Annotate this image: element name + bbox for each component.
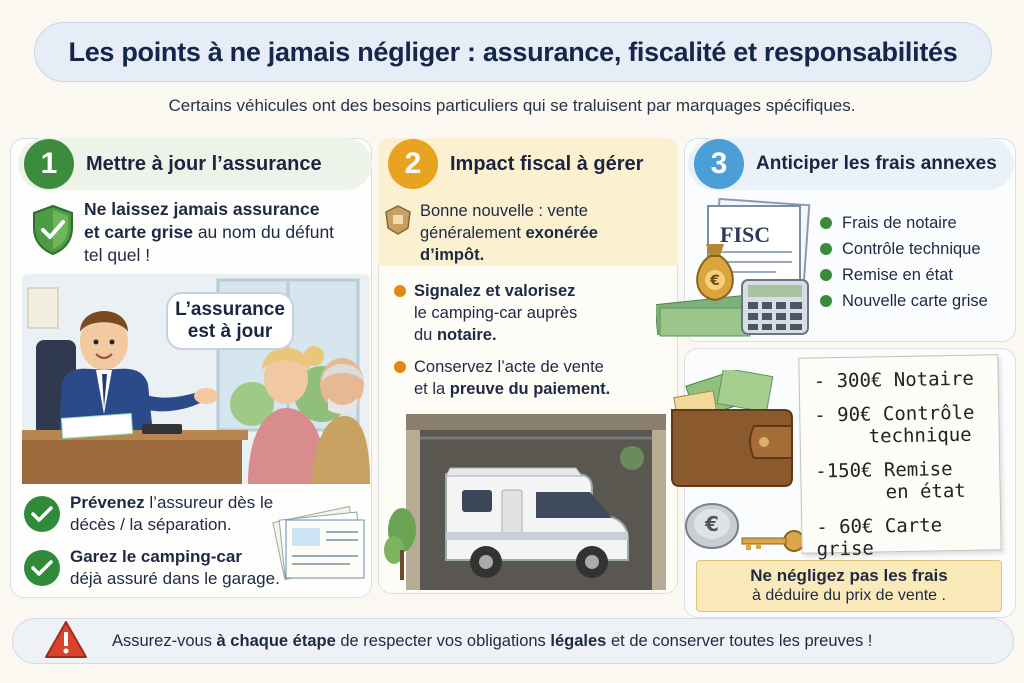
checkmark-icon — [24, 550, 60, 586]
good-news-l2: généralement — [420, 224, 521, 242]
bullet-dot — [820, 243, 832, 255]
check-park-garage: Garez le camping-car déjà assuré dans le… — [70, 546, 320, 590]
coin-icon: € — [685, 503, 739, 549]
insurance-intro-l3: au nom du défunt — [197, 222, 335, 242]
fee-item: Frais de notaire — [820, 210, 1016, 236]
tax-good-news: Bonne nouvelle : vente généralement exon… — [420, 200, 670, 266]
footer-part4: légales — [550, 632, 607, 650]
footer-part2: à chaque étape — [216, 632, 336, 650]
step-number-2: 2 — [388, 139, 438, 189]
calculator-icon — [741, 279, 809, 335]
warning-line2: à déduire du prix de vente . — [752, 587, 946, 604]
fee-item-label: Nouvelle carte grise — [842, 292, 988, 310]
svg-text:€: € — [709, 273, 720, 289]
b1-line3a: du — [414, 326, 433, 344]
b1-line3b: notaire. — [436, 326, 497, 344]
b1-line2: le camping-car auprès — [414, 304, 578, 322]
tax-bullet-proof: Conservez l’acte de vente et la preuve d… — [394, 356, 678, 400]
tax-bullet-notary: Signalez et valorisez le camping-car aup… — [394, 280, 674, 346]
check1-bold: Prévenez — [70, 493, 145, 512]
footer-part5: et de conserver toutes les preuves ! — [610, 632, 873, 650]
page-subtitle: Certains véhicules ont des besoins parti… — [168, 96, 856, 115]
insurance-intro-l4: tel quel ! — [84, 245, 151, 265]
footer-part3: de respecter vos obligations — [340, 632, 546, 650]
badge-icon — [385, 205, 411, 235]
wallet-icon — [671, 370, 793, 487]
page-title: Les points à ne jamais négliger : assura… — [34, 22, 992, 82]
check2-line2: déjà assuré dans le garage. — [70, 569, 280, 588]
plant-icon — [384, 508, 416, 580]
bullet-dot — [820, 269, 832, 281]
footer-part1: Assurez-vous — [112, 632, 212, 650]
svg-text:€: € — [704, 512, 719, 536]
note-line-registration: - 60€ Carte grise — [816, 514, 943, 561]
footer-text: Assurez-vous à chaque étape de respecter… — [112, 630, 1012, 652]
bullet-dot — [394, 285, 406, 297]
warning-line1: Ne négligez pas les frais — [750, 566, 948, 585]
fee-item-label: Remise en état — [842, 266, 953, 284]
insurance-intro: Ne laissez jamais assurance et carte gri… — [84, 198, 364, 267]
bullet-dot — [820, 295, 832, 307]
warning-icon — [45, 621, 87, 658]
fee-item: Contrôle technique — [820, 236, 1016, 262]
camping-car-garage-illustration — [406, 414, 666, 590]
fee-item: Remise en état — [820, 262, 1016, 288]
fisc-label: FISC — [720, 222, 771, 247]
column-fees-heading: Anticiper les frais annexes — [756, 153, 997, 174]
key-icon — [741, 530, 805, 552]
good-news-l2b: exonérée — [525, 224, 598, 242]
bullet-dot — [820, 217, 832, 229]
speech-bubble-line2: est à jour — [187, 321, 273, 342]
step-number-1: 1 — [24, 139, 74, 189]
column-tax-header: 2 Impact fiscal à gérer — [382, 138, 676, 190]
b2-line2b: preuve du paiement. — [449, 380, 611, 398]
checkmark-icon — [24, 496, 60, 532]
fee-item: Nouvelle carte grise — [820, 288, 1016, 314]
money-bag-icon: € — [696, 244, 734, 302]
good-news-l1: Bonne nouvelle : vente — [420, 202, 588, 220]
b1-bold: Signalez et valorisez — [414, 282, 576, 300]
check2-bold: Garez le camping-car — [70, 547, 242, 566]
fees-warning-banner: Ne négligez pas les frais à déduire du p… — [696, 560, 1002, 612]
check1-line2: décès / la séparation. — [70, 515, 232, 534]
speech-bubble: L’assurance est à jour — [166, 292, 294, 350]
footer-banner — [12, 618, 1014, 664]
fees-list: Frais de notaire Contrôle technique Remi… — [820, 210, 1016, 314]
check1-rest: l’assureur dès le — [149, 493, 274, 512]
insurance-intro-l2: et carte grise — [84, 222, 193, 242]
b2-line2a: et la — [414, 380, 446, 398]
column-insurance-header: 1 Mettre à jour l’assurance — [18, 138, 372, 190]
check-notify-insurer: Prévenez l’assureur dès le décès / la sé… — [70, 492, 310, 536]
bullet-dot — [394, 361, 406, 373]
column-insurance-heading: Mettre à jour l’assurance — [86, 152, 322, 175]
note-line-notary: - 300€ Notaire — [813, 367, 975, 393]
column-fees-header: 3 Anticiper les frais annexes — [688, 138, 1014, 190]
column-tax-heading: Impact fiscal à gérer — [450, 152, 644, 175]
fee-item-label: Frais de notaire — [842, 214, 957, 232]
documents-icon — [272, 505, 365, 581]
speech-bubble-line1: L’assurance — [175, 299, 285, 320]
insurance-intro-l1: Ne laissez jamais assurance — [84, 199, 320, 219]
good-news-l3: d’impôt. — [420, 246, 485, 264]
step-number-3: 3 — [694, 139, 744, 189]
b2-line1: Conservez l’acte de vente — [414, 358, 604, 376]
shield-check-icon — [33, 204, 73, 256]
fee-item-label: Contrôle technique — [842, 240, 981, 258]
